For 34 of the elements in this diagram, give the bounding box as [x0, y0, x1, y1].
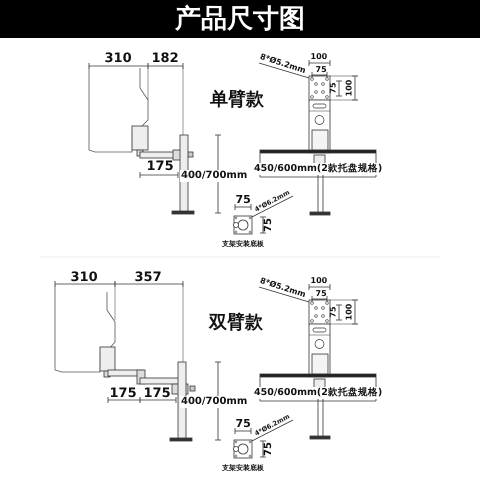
mounting-plate	[233, 440, 252, 458]
dimension-label: 100	[344, 80, 353, 96]
dimension-label: 400/700mm	[180, 170, 248, 182]
dimension-label: 100	[310, 53, 328, 61]
vesa-plate	[308, 300, 330, 324]
leader-line	[252, 420, 294, 442]
vesa-plate	[308, 76, 330, 100]
dimension-label: 75	[329, 306, 338, 318]
dimension-label: 450/600mm(2款托盘规格)	[253, 387, 384, 398]
dimension-label: 75	[236, 418, 251, 428]
dimension-label: 310	[70, 270, 98, 284]
dimension-label: 75	[264, 218, 274, 232]
dimension-label: 75	[316, 290, 327, 298]
leader-line	[258, 286, 310, 302]
title-bar: 产品尺寸图	[0, 0, 480, 38]
mounting-plate	[233, 216, 252, 234]
variant-heading: 单臂款	[210, 91, 264, 109]
dimension-label: 100	[344, 304, 353, 320]
dimension-label: 75	[264, 442, 274, 456]
dimension-label: 75	[316, 66, 327, 74]
dimension-label: 357	[134, 270, 162, 284]
leader-line	[252, 196, 294, 218]
dimension-label: 175	[146, 160, 174, 172]
dimension-label: 310	[104, 52, 132, 64]
dimension-label: 182	[152, 52, 179, 64]
dimension-label: 175	[110, 386, 137, 400]
dimension-label: 100	[310, 277, 328, 285]
dimension-label: 75	[329, 82, 338, 94]
dimension-label: 75	[236, 194, 251, 204]
dimension-label: 400/700mm	[180, 396, 248, 408]
dimension-label: 450/600mm(2款托盘规格)	[253, 163, 384, 174]
leader-line	[258, 62, 310, 78]
variant-heading: 双臂款	[209, 314, 263, 332]
dimension-label: 175	[144, 386, 171, 400]
